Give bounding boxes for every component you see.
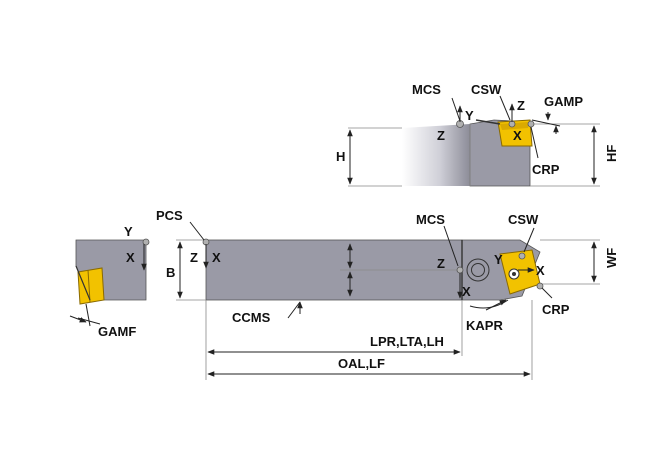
top-view: H HF MCS Y Z CSW Z X GAMP CRP	[336, 82, 619, 187]
clamp-screw-hole	[466, 258, 490, 282]
top-mcs-label: MCS	[412, 82, 441, 97]
gamf-label: GAMF	[98, 324, 136, 339]
end-x-label: X	[126, 250, 135, 265]
pcs-label: PCS	[156, 208, 183, 223]
side-y-insert-label: Y	[494, 252, 503, 267]
top-csw-label: CSW	[471, 82, 502, 97]
side-z-label: Z	[190, 250, 198, 265]
side-mcs-marker	[456, 266, 464, 274]
side-csw-label: CSW	[508, 212, 539, 227]
top-z-origin-label: Z	[437, 128, 445, 143]
side-csw-marker	[518, 252, 526, 260]
top-crp-label: CRP	[532, 162, 560, 177]
b-label: B	[166, 265, 175, 280]
oal-label: OAL,LF	[338, 356, 385, 371]
side-crp-marker	[536, 282, 544, 290]
kapr-label: KAPR	[466, 318, 503, 333]
ccms-label: CCMS	[232, 310, 271, 325]
top-crp-marker	[527, 120, 535, 128]
top-y-label: Y	[465, 108, 474, 123]
side-view: B PCS Z X MCS Z X CSW Y X WF CRP	[156, 208, 619, 380]
wf-label: WF	[604, 248, 619, 268]
top-z-axis-label: Z	[517, 98, 525, 113]
side-x-insert-label: X	[536, 263, 545, 278]
side-x-label: X	[212, 250, 221, 265]
gamp-label: GAMP	[544, 94, 583, 109]
top-x-insert-label: X	[513, 128, 522, 143]
end-origin-marker	[142, 238, 150, 246]
hf-label: HF	[604, 145, 619, 162]
end-y-label: Y	[124, 224, 133, 239]
side-crp-label: CRP	[542, 302, 570, 317]
side-z-mcs-label: Z	[437, 256, 445, 271]
h-label: H	[336, 149, 345, 164]
side-mcs-label: MCS	[416, 212, 445, 227]
end-view-insert	[77, 267, 105, 305]
lpr-label: LPR,LTA,LH	[370, 334, 444, 349]
end-view: Y X GAMF	[69, 224, 150, 339]
side-x-mcs-label: X	[462, 284, 471, 299]
top-view-shank	[402, 124, 470, 186]
